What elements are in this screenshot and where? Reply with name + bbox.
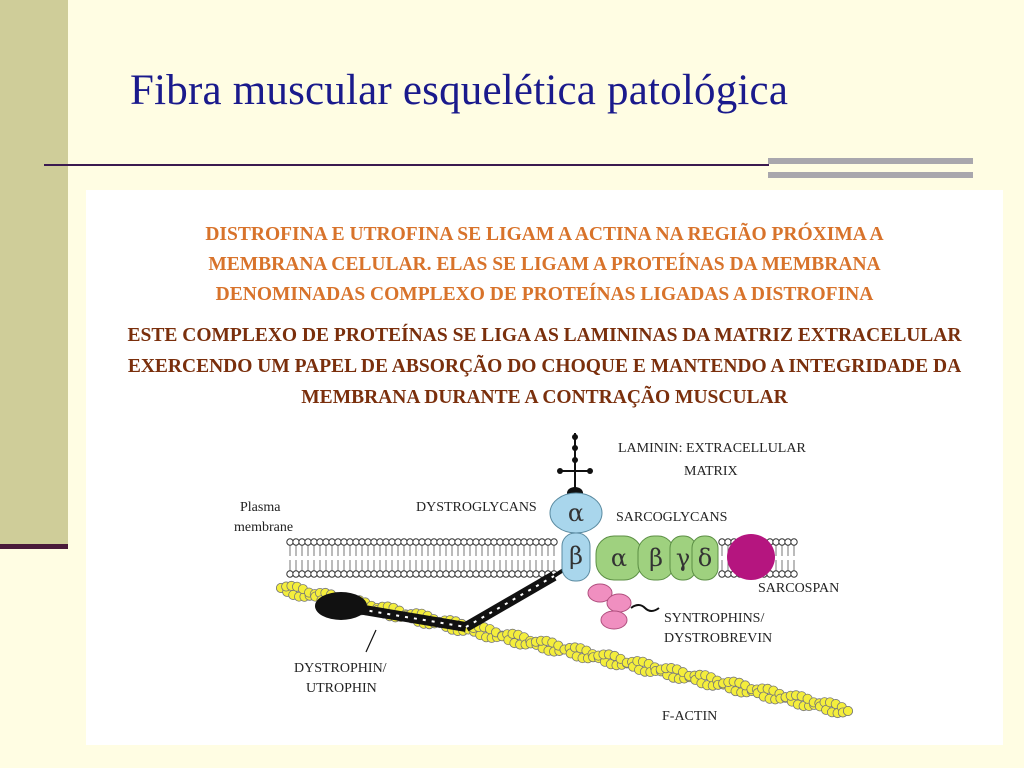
sarcoglycan-complex: α β γ δ	[595, 535, 719, 581]
syntrophin-cluster	[587, 583, 660, 630]
dystroglycans-label: DYSTROGLYCANS	[416, 500, 537, 515]
syntrophins-label-line-2: DYSTROBREVIN	[664, 631, 772, 646]
laminin-label-line-1: LAMININ: EXTRACELLULAR	[618, 441, 806, 456]
caption-paragraph-1: DISTROFINA E UTROFINA SE LIGAM A ACTINA …	[86, 220, 1003, 310]
plasma-membrane	[286, 538, 798, 578]
dystrophin-complex-diagram: α β α β γ δ LAMININ: EXTRACELLULAR MATRI…	[234, 433, 854, 724]
delta-sarcoglycan	[691, 535, 719, 581]
caption-2-line-1: ESTE COMPLEXO DE PROTEÍNAS SE LIGA AS LA…	[127, 325, 962, 346]
syntrophins-label-line-1: SYNTROPHINS/	[664, 611, 764, 626]
plasma-membrane-label-line-2: membrane	[234, 520, 293, 535]
sarcospan-label: SARCOSPAN	[758, 581, 839, 596]
dystrophin-pointer	[365, 629, 377, 653]
laminin-icon	[557, 433, 593, 499]
dystrophin-label-line-1: DYSTROPHIN/	[294, 661, 387, 676]
dystrophin-label-line-2: UTROPHIN	[306, 681, 377, 696]
beta-sarcoglycan-label: β	[649, 544, 663, 572]
accent-bar-bottom	[768, 172, 973, 178]
sidebar-rule	[0, 544, 68, 549]
caption-2-line-3: MEMBRANA DURANTE A CONTRAÇÃO MUSCULAR	[301, 387, 788, 408]
delta-sarcoglycan-label: δ	[698, 544, 712, 572]
dystrophin-n-terminus	[315, 592, 367, 620]
sarcoglycans-label: SARCOGLYCANS	[616, 510, 727, 525]
accent-bar-top	[768, 158, 973, 164]
sarcospan	[727, 534, 775, 580]
title-underline	[44, 164, 769, 166]
f-actin-label: F-ACTIN	[662, 709, 717, 724]
caption-1-line-1: DISTROFINA E UTROFINA SE LIGAM A ACTINA …	[205, 224, 884, 245]
beta-dystroglycan	[561, 532, 591, 582]
beta-dystroglycan-label: β	[569, 542, 583, 570]
caption-2-line-2: EXERCENDO UM PAPEL DE ABSORÇÃO DO CHOQUE…	[127, 356, 962, 377]
figure-panel: DISTROFINA E UTROFINA SE LIGAM A ACTINA …	[86, 190, 1003, 745]
gamma-sarcoglycan-label: γ	[676, 544, 690, 572]
slide-sidebar-decoration	[0, 0, 68, 547]
plasma-membrane-label-line-1: Plasma	[240, 500, 281, 515]
caption-paragraph-2: ESTE COMPLEXO DE PROTEÍNAS SE LIGA AS LA…	[86, 320, 1003, 413]
alpha-sarcoglycan-label: α	[611, 544, 627, 572]
alpha-dystroglycan-label: α	[568, 499, 584, 527]
caption-1-line-2: MEMBRANA CELULAR. ELAS SE LIGAM A PROTEÍ…	[208, 254, 881, 275]
laminin-label-line-2: MATRIX	[684, 464, 738, 479]
caption-1-line-3: DENOMINADAS COMPLEXO DE PROTEÍNAS LIGADA…	[215, 284, 874, 305]
slide-title: Fibra muscular esquelética patológica	[130, 67, 789, 114]
